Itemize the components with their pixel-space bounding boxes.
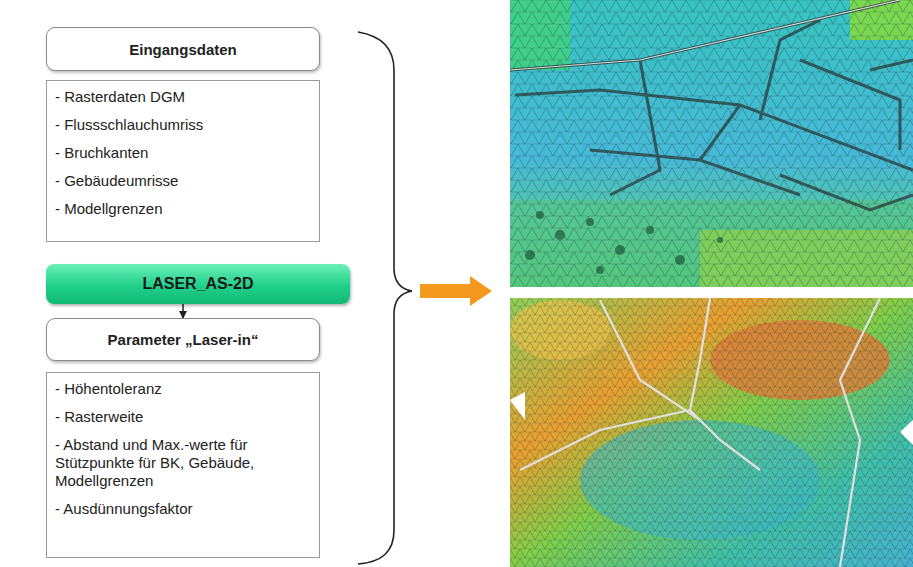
node-text: - Modellgrenzen xyxy=(55,200,311,218)
orange-arrow xyxy=(420,276,492,306)
node-text: - Höhentoleranz xyxy=(55,380,311,398)
node-text: - Rasterdaten DGM xyxy=(55,88,311,106)
header-box: Parameter „Laser-in“ xyxy=(46,318,320,361)
list-box: - Rasterdaten DGM - Flussschlauchumriss - … xyxy=(46,80,320,242)
node-text: - Gebäudeumrisse xyxy=(55,172,311,190)
header-box: Eingangsdaten xyxy=(46,27,320,71)
process-bar: LASER_AS-2D xyxy=(46,264,350,304)
node-text: LASER_AS-2D xyxy=(142,275,253,293)
node-text: Parameter „Laser-in“ xyxy=(108,331,259,348)
node-text: - Bruchkanten xyxy=(55,144,311,162)
node-text: - Flussschlauchumriss xyxy=(55,116,311,134)
node-text: - Ausdünnungsfaktor xyxy=(55,500,311,518)
node-text: - Rasterweite xyxy=(55,408,311,426)
node-text: Eingangsdaten xyxy=(129,41,237,58)
list-box: - Höhentoleranz - Rasterweite - Abstand un… xyxy=(46,372,320,558)
mesh-image-top xyxy=(510,0,913,287)
mesh-image-bottom xyxy=(510,298,913,567)
brace xyxy=(358,32,412,564)
connector-arrow xyxy=(182,304,184,318)
node-text: - Abstand und Max.-werte für Stützpunkte… xyxy=(55,436,311,490)
